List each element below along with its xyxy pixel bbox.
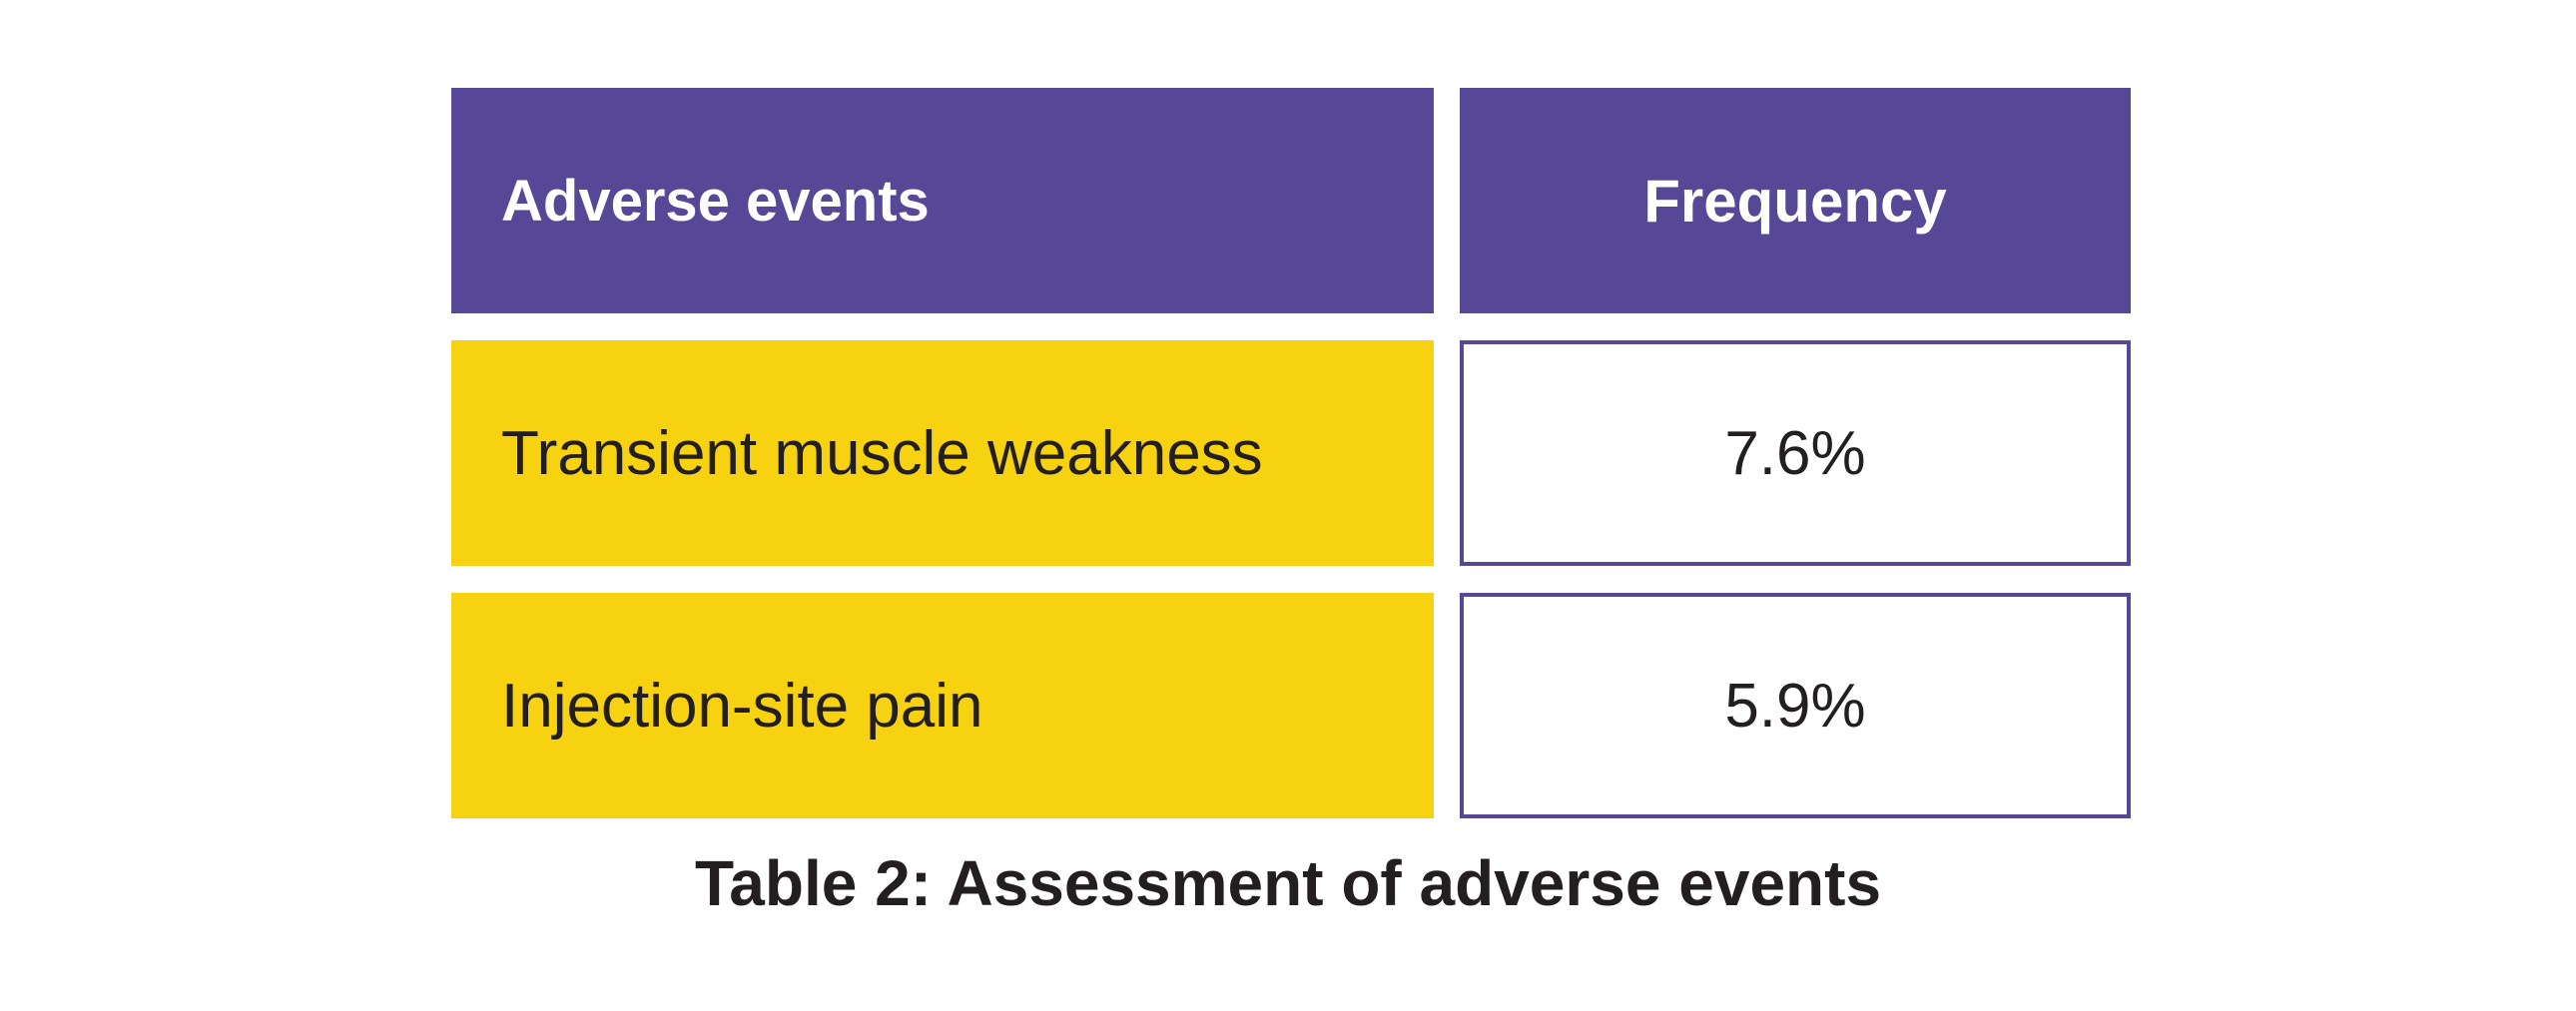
table-row: Transient muscle weakness 7.6% <box>451 340 2131 566</box>
adverse-events-table: Adverse events Frequency Transient muscl… <box>451 88 2131 845</box>
table-row: Injection-site pain 5.9% <box>451 593 2131 818</box>
frequency-cell: 7.6% <box>1460 340 2131 566</box>
header-adverse-events: Adverse events <box>451 88 1434 313</box>
table-header-row: Adverse events Frequency <box>451 88 2131 313</box>
frequency-cell: 5.9% <box>1460 593 2131 818</box>
event-cell: Transient muscle weakness <box>451 340 1434 566</box>
event-cell: Injection-site pain <box>451 593 1434 818</box>
header-frequency: Frequency <box>1460 88 2131 313</box>
table-caption: Table 2: Assessment of adverse events <box>694 847 1882 919</box>
